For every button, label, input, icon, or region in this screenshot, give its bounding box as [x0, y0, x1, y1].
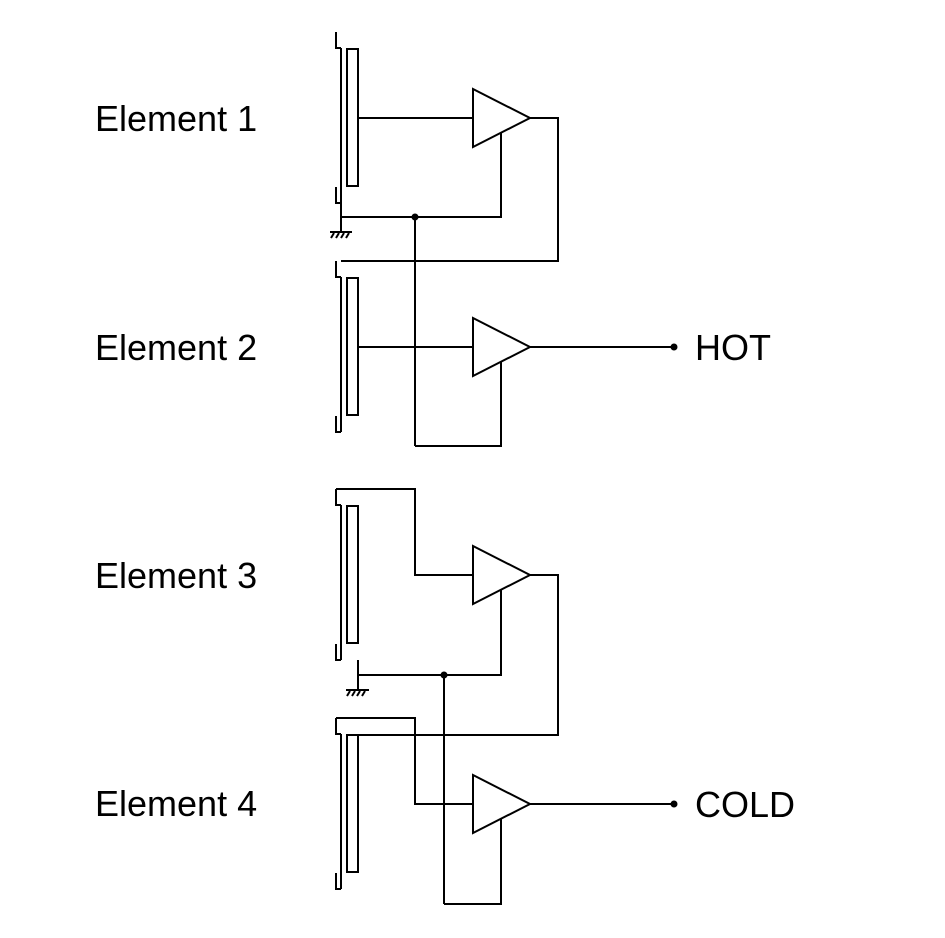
hot-terminal-dot: [670, 343, 678, 351]
element-3-top-lead: [335, 489, 341, 506]
amplifier-2: [472, 316, 533, 378]
element-2-label: Element 2: [95, 327, 257, 368]
element-2: [335, 261, 359, 433]
element-1-bottom-lead: [335, 187, 341, 204]
cold-terminal-dot: [670, 800, 678, 808]
element-1-top-lead: [335, 32, 341, 49]
hot-label: HOT: [695, 327, 771, 368]
amplifier-1-output-wire: [341, 117, 559, 262]
junction-dot-2: [440, 671, 448, 679]
ground-symbol-1: [330, 217, 352, 239]
element-4-top-lead: [335, 718, 341, 735]
amplifier-3-output-wire: [347, 574, 559, 736]
element-3-signal-wire: [336, 488, 473, 576]
amplifier-4: [472, 773, 533, 835]
element-2-top-lead: [335, 261, 341, 278]
element-1-label: Element 1: [95, 98, 257, 139]
amplifier-1: [472, 87, 533, 149]
amplifier-3: [472, 544, 533, 606]
element-3: [335, 489, 359, 661]
element-4-bottom-lead: [335, 873, 341, 890]
common-wire-3: [357, 590, 502, 676]
element-1: [335, 32, 359, 204]
amplifier-4-reference-wire: [444, 818, 502, 905]
element-4-signal-wire: [336, 717, 473, 805]
group-1-wiring: [340, 117, 673, 447]
element-4: [335, 718, 359, 890]
element-3-plate: [346, 505, 359, 644]
ground-symbol-2: [346, 675, 369, 697]
common-wire-1: [341, 132, 502, 218]
group-2-wiring: [336, 488, 673, 905]
element-1-plate: [346, 48, 359, 187]
element-2-bottom-lead: [335, 416, 341, 433]
element-2-plate: [346, 277, 359, 416]
element-4-plate: [346, 734, 359, 873]
cold-label: COLD: [695, 784, 795, 825]
element-3-label: Element 3: [95, 555, 257, 596]
junction-dot-1: [411, 213, 419, 221]
amplifier-2-reference-wire: [415, 361, 502, 447]
element-4-label: Element 4: [95, 783, 257, 824]
element-3-bottom-lead: [335, 644, 341, 661]
